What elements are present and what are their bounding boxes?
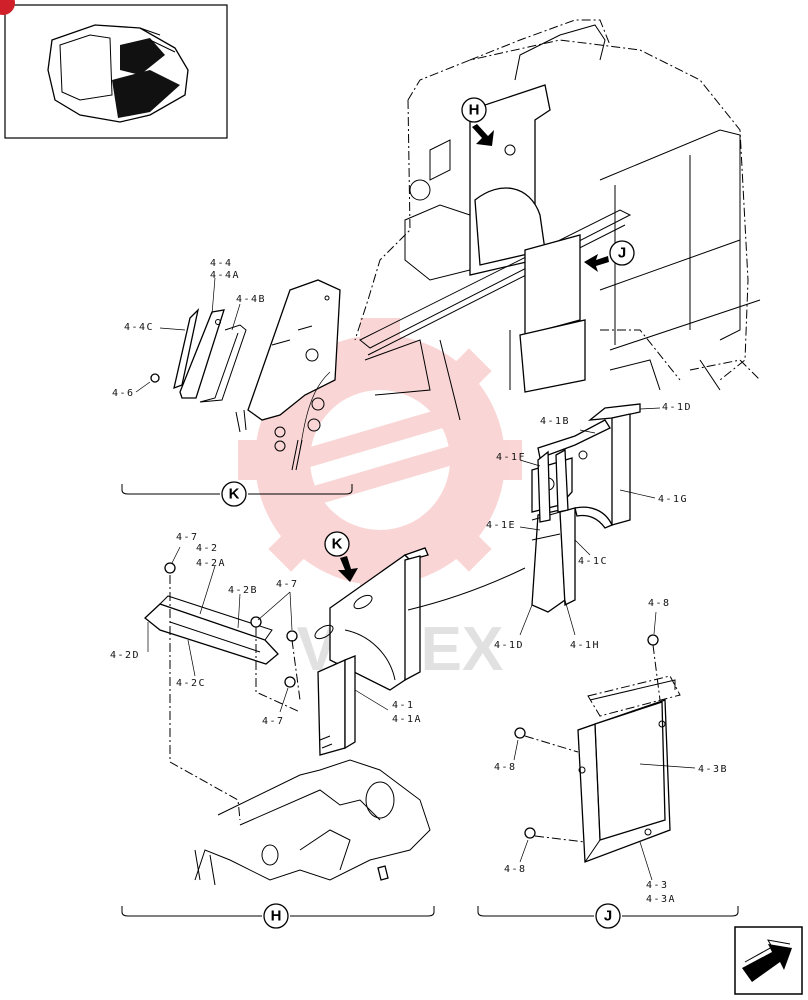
view-h-label: H [263,903,289,929]
label-4-1G: 4-1G [658,494,688,505]
label-4-7-c: 4-7 [262,716,285,727]
label-4-7-a: 4-7 [176,532,199,543]
label-4-2A: 4-2A [196,558,226,569]
label-4-1H: 4-1H [570,640,600,651]
label-4-2C: 4-2C [176,678,206,689]
label-4-4A: 4-4A [210,270,240,281]
excavator-cab-thumbnail [0,0,228,139]
view-k-bracket [121,484,353,495]
svg-text:J: J [618,245,626,262]
view-j-bracket [477,906,739,917]
label-4-1B: 4-1B [540,416,570,427]
label-4-3A: 4-3A [646,894,676,905]
label-4-1: 4-1 [392,700,415,711]
callout-j-arrow-icon [584,254,609,272]
part-labels: 4-4 4-4A 4-4B 4-4C 4-6 4-1B 4-1D 4-1F 4-… [110,258,728,905]
view-k-parts [150,279,341,471]
svg-text:H: H [271,908,282,925]
label-4-8-b: 4-8 [494,762,517,773]
label-4-2B: 4-2B [228,585,258,596]
next-page-arrow-icon[interactable] [734,926,803,995]
cab-assembly-view [354,19,761,421]
view-h-parts [144,547,526,756]
callout-k-arrow-icon [338,556,358,582]
svg-text:K: K [229,486,240,503]
callout-k: K [324,531,358,582]
view-j-label: J [595,903,621,929]
svg-text:K: K [332,536,343,553]
label-4-1C: 4-1C [578,556,608,567]
label-4-3: 4-3 [646,880,669,891]
label-4-1D-bottom: 4-1D [494,640,524,651]
label-4-7-b: 4-7 [276,579,299,590]
label-4-1D-top: 4-1D [662,402,692,413]
svg-text:J: J [604,908,612,925]
view-k-label: K [221,481,247,507]
view-j-upper-parts [531,403,641,613]
svg-text:H: H [469,102,480,119]
callout-h-arrow-icon [472,124,494,146]
label-4-4C: 4-4C [124,322,154,333]
label-4-3B: 4-3B [698,764,728,775]
label-4-2D: 4-2D [110,650,140,661]
callout-h: H [461,97,494,146]
label-4-1F: 4-1F [496,452,526,463]
label-4-8-a: 4-8 [648,598,671,609]
label-4-6: 4-6 [112,388,135,399]
label-4-2: 4-2 [196,543,219,554]
view-h-bracket [121,906,435,917]
callout-j: J [584,240,635,272]
label-4-1A: 4-1A [392,714,422,725]
view-j-lower-parts [514,634,681,863]
label-4-4B: 4-4B [236,294,266,305]
label-4-4: 4-4 [210,258,233,269]
label-4-8-c: 4-8 [504,864,527,875]
leader-lines [135,277,696,881]
page-badge-icon [0,0,15,15]
label-4-1E: 4-1E [486,520,516,531]
view-h-chassis [169,575,431,886]
